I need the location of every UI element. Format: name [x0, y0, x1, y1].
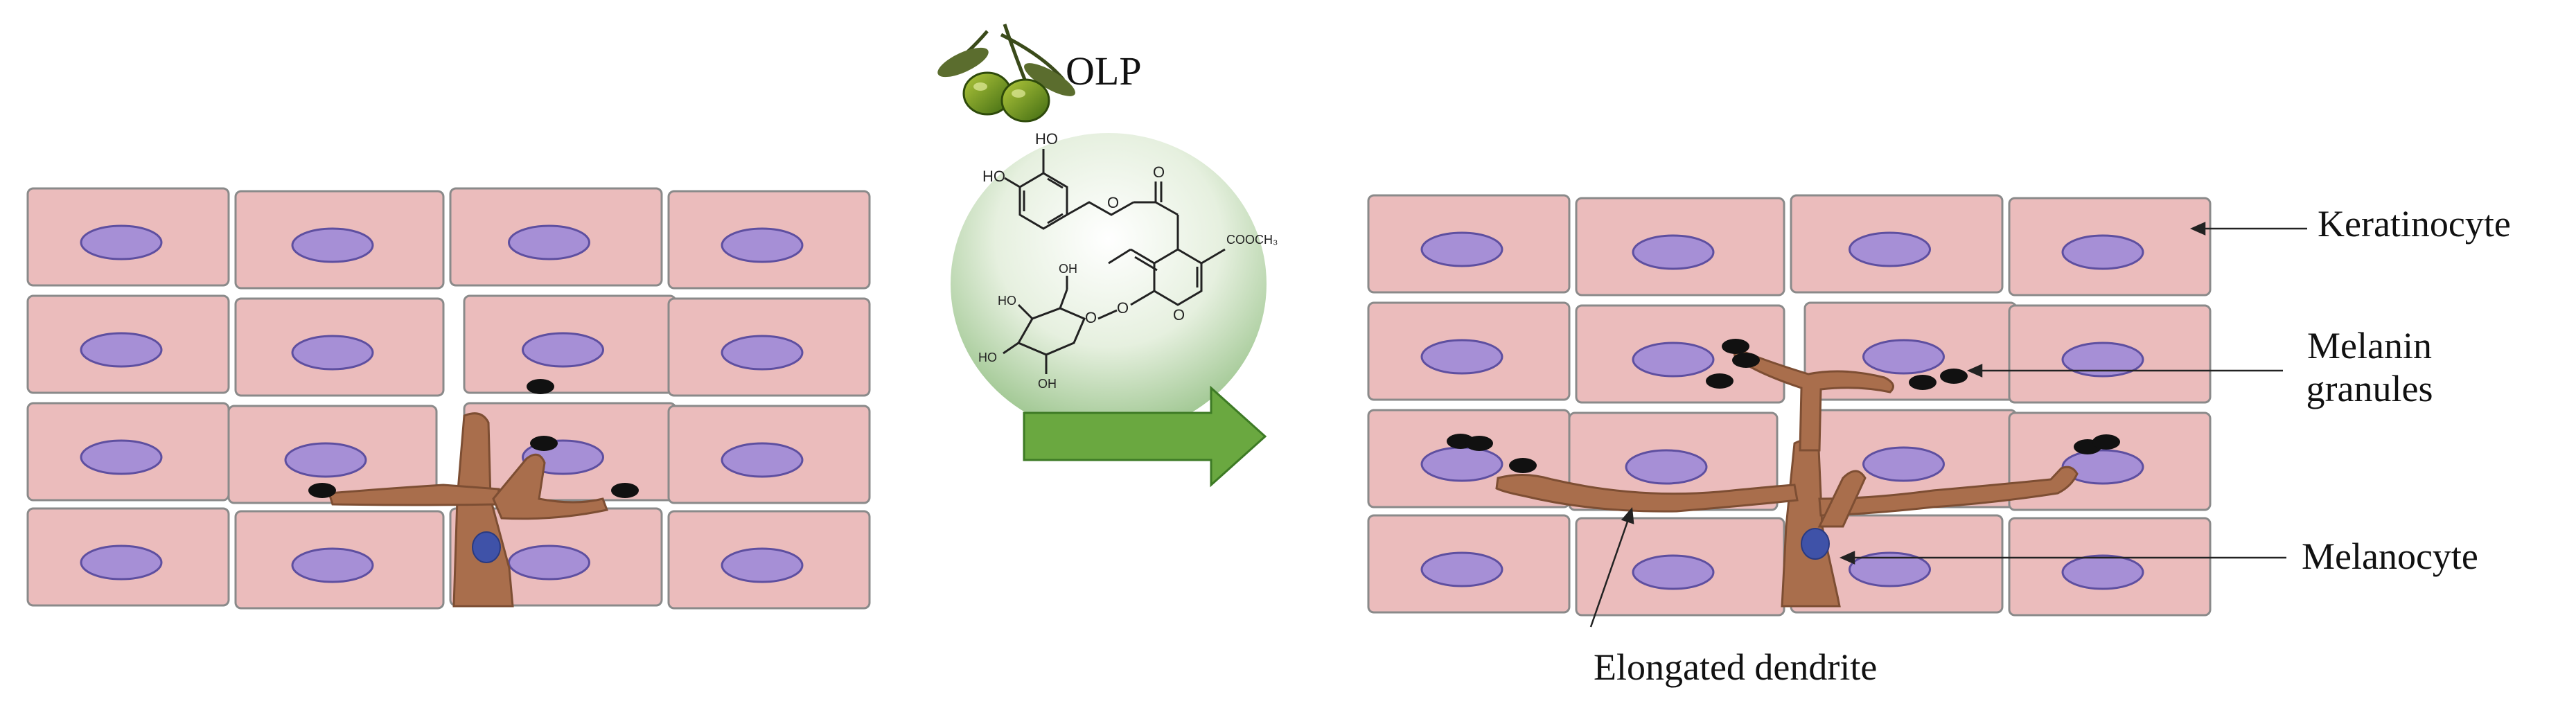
struct-methyl-ester: COOCH₃	[1226, 233, 1278, 247]
left-keratinocyte-nucleus	[291, 335, 374, 371]
right-keratinocyte-nucleus	[1849, 231, 1931, 267]
struct-ring-o: O	[1085, 309, 1097, 326]
melanocyte-pointer-head	[1839, 551, 1855, 565]
left-melanin-granules	[308, 379, 639, 498]
right-keratinocyte-nucleus	[2061, 342, 2144, 378]
left-keratinocyte-nucleus	[80, 332, 163, 368]
right-keratinocyte-nucleus	[1632, 342, 1715, 378]
right-melanin-granule	[1909, 375, 1937, 390]
struct-pyran-o: O	[1173, 306, 1185, 324]
right-keratinocyte-nucleus	[1862, 446, 1945, 482]
left-keratinocyte-nucleus	[80, 439, 163, 475]
right-melanocyte	[1495, 348, 2079, 608]
left-keratinocyte-nucleus	[80, 224, 163, 260]
right-keratinocyte-nucleus	[1862, 339, 1945, 375]
left-melanin-granule	[611, 483, 639, 498]
right-keratinocyte-nucleus	[1632, 554, 1715, 590]
struct-sugar-oh-1: OH	[1059, 262, 1077, 276]
left-keratinocyte-nucleus	[284, 442, 367, 478]
left-keratinocyte-nucleus	[508, 545, 590, 581]
right-melanin-granules	[1447, 339, 2120, 473]
melanin-granules-label: Melanin granules	[2286, 324, 2453, 410]
right-melanin-granule	[1465, 436, 1493, 451]
left-melanocyte	[328, 412, 609, 608]
melanin-label-line1: Melanin	[2307, 325, 2432, 366]
right-keratinocyte-nucleus	[1420, 231, 1503, 267]
right-keratinocyte-nucleus	[2061, 234, 2144, 270]
right-dendrite-right-long	[1818, 466, 2079, 517]
dendrite-pointer	[1589, 519, 1630, 628]
oleuropein-structure: HO HO O O COOCH₃ O O O OH HO HO OH	[951, 130, 1278, 435]
struct-ho-top: HO	[1035, 130, 1058, 148]
melanocyte-label: Melanocyte	[2302, 535, 2478, 577]
struct-glyco-o: O	[1117, 299, 1129, 317]
right-keratinocyte-nucleus	[2061, 554, 2144, 590]
left-keratinocyte-nucleus	[508, 224, 590, 260]
dendrite-pointer-head	[1621, 506, 1634, 524]
struct-sugar-oh-4: OH	[1038, 377, 1057, 391]
olp-label: OLP	[1066, 48, 1142, 94]
olive-branch-icon	[937, 24, 1075, 123]
right-keratinocyte-nucleus	[1849, 551, 1931, 587]
right-melanin-granule	[1706, 373, 1733, 389]
struct-ho-left: HO	[982, 168, 1005, 185]
right-keratinocyte-nucleus	[1632, 234, 1715, 270]
elongated-dendrite-label: Elongated dendrite	[1594, 646, 1878, 688]
left-melanocyte-body	[452, 412, 514, 608]
green-arrow-icon	[1023, 385, 1267, 488]
right-dendrite-small	[1817, 470, 1867, 528]
left-keratinocyte-nucleus	[721, 442, 804, 478]
right-melanocyte-nucleus	[1801, 528, 1830, 560]
left-keratinocyte-nucleus	[80, 545, 163, 581]
struct-sugar-oh-2: HO	[998, 294, 1016, 308]
right-keratinocyte-nucleus	[1420, 339, 1503, 375]
structure-bubble	[951, 133, 1267, 435]
left-keratinocyte-nucleus	[291, 547, 374, 583]
struct-sugar-oh-3: HO	[978, 351, 997, 364]
melanin-label-line2: granules	[2306, 368, 2433, 410]
struct-ester-o: O	[1107, 194, 1119, 211]
left-keratinocyte-nucleus	[291, 227, 374, 263]
left-melanin-granule	[308, 483, 336, 498]
right-keratinocyte-nucleus	[1420, 446, 1503, 482]
right-keratinocyte-nucleus	[1420, 551, 1503, 587]
left-keratinocyte-nucleus	[721, 547, 804, 583]
left-melanin-granule	[527, 379, 554, 394]
right-keratinocyte-nucleus	[1625, 449, 1708, 485]
left-keratinocyte-layer	[26, 187, 871, 610]
left-keratinocyte-nucleus	[721, 335, 804, 371]
right-melanin-granule	[1940, 369, 1968, 384]
struct-carbonyl-o: O	[1153, 163, 1165, 181]
right-melanin-granule	[1509, 458, 1537, 473]
keratinocyte-pointer-head	[2189, 222, 2206, 236]
right-keratinocyte-layer	[1367, 194, 2212, 617]
left-dendrite-right	[492, 453, 609, 520]
right-melanin-granule	[1732, 353, 1760, 368]
left-keratinocyte-nucleus	[522, 332, 604, 368]
left-melanin-granule	[530, 436, 558, 451]
left-melanocyte-nucleus	[472, 531, 501, 563]
left-keratinocyte-nucleus	[721, 227, 804, 263]
melanin-pointer-head	[1966, 364, 1983, 378]
right-melanin-granule	[2092, 434, 2120, 450]
keratinocyte-label: Keratinocyte	[2318, 203, 2511, 245]
right-dendrite-left-long	[1495, 473, 1799, 513]
right-melanin-granule	[1722, 339, 1749, 354]
